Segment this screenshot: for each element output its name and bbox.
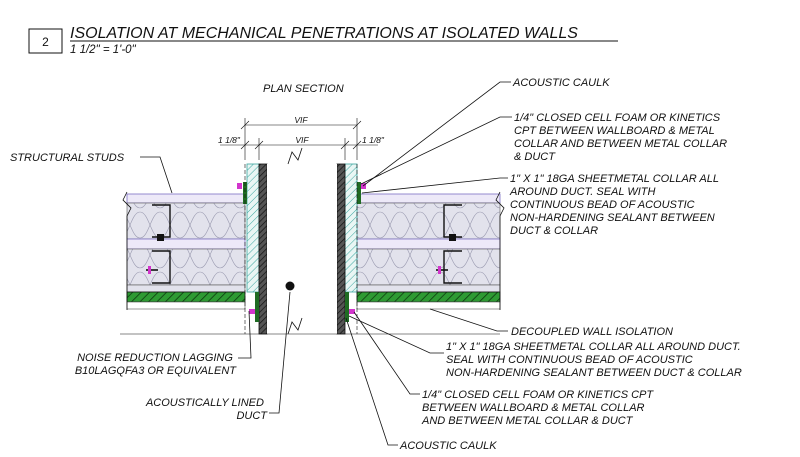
left-collar-top (243, 182, 247, 204)
right-wall-assembly (356, 191, 505, 310)
duct-penetration (120, 147, 500, 335)
detail-title: ISOLATION AT MECHANICAL PENETRATIONS AT … (70, 25, 578, 42)
caulk-bottom-right (349, 309, 355, 314)
callout-noise-lagging: NOISE REDUCTION LAGGING B10LAGQFA3 OR EQ… (75, 352, 237, 377)
detail-number: 2 (42, 35, 49, 49)
left-collar-bottom (255, 292, 259, 322)
duct-liner-left (258, 163, 268, 335)
callout-foam-bottom: 1/4" CLOSED CELL FOAM OR KINETICS CPT BE… (421, 389, 656, 427)
right-collar-top (357, 182, 361, 204)
dim-vif-outer: VIF (294, 115, 308, 125)
caulk-top-left (237, 183, 242, 189)
duct-liner-right (336, 163, 346, 335)
dimension-lines (220, 118, 378, 160)
left-foam-strip (246, 163, 260, 293)
duct-interior (267, 164, 337, 334)
right-foam-strip (344, 163, 358, 293)
caulk-bottom-left (249, 309, 255, 314)
detail-scale: 1 1/2" = 1'-0" (70, 44, 137, 56)
callout-decoupled-isolation: DECOUPLED WALL ISOLATION (511, 326, 673, 338)
left-wall-assembly (122, 191, 246, 310)
dim-vif-inner: VIF (295, 135, 309, 145)
callout-foam-top: 1/4" CLOSED CELL FOAM OR KINETICS CPT BE… (514, 112, 730, 163)
plan-section-label: PLAN SECTION (263, 83, 344, 95)
callout-structural-studs: STRUCTURAL STUDS (10, 152, 125, 164)
callout-acoustic-caulk-bottom: ACOUSTIC CAULK (399, 440, 497, 452)
right-stud-lower (443, 250, 462, 284)
leader-lines (140, 81, 512, 446)
left-stud-lower (152, 250, 171, 284)
callout-acoustic-caulk-top: ACOUSTIC CAULK (512, 77, 610, 89)
callout-lined-duct: ACOUSTICALLY LINED DUCT (145, 397, 268, 422)
callout-collar-bottom: 1" X 1" 18GA SHEETMETAL COLLAR ALL AROUN… (446, 341, 744, 379)
duct-centerline-dot (285, 281, 295, 291)
callout-collar-top: 1" X 1" 18GA SHEETMETAL COLLAR ALL AROUN… (509, 173, 722, 237)
detail-number-box (28, 28, 63, 54)
dim-right-offset: 1 1/8" (362, 135, 385, 145)
right-collar-bottom (345, 292, 349, 322)
dim-left-offset: 1 1/8" (218, 135, 241, 145)
